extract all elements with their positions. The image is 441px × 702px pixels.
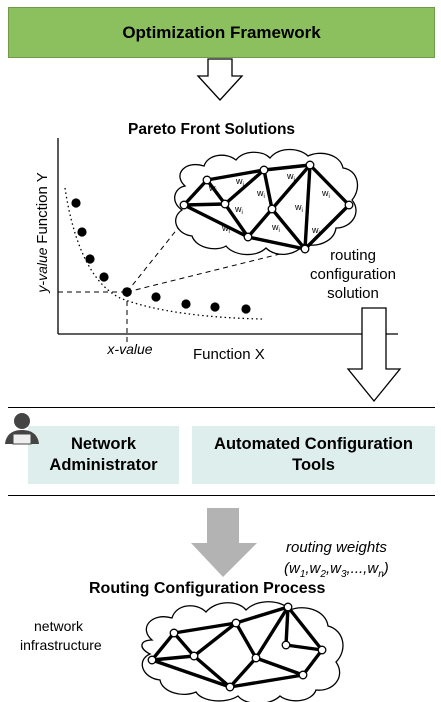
selected-pareto-point xyxy=(122,287,132,297)
separator-top xyxy=(8,407,435,408)
pareto-point xyxy=(99,272,109,282)
weight-label: wi xyxy=(221,223,230,235)
pareto-diagram: Function Y y-value x-value xyxy=(34,138,398,357)
pareto-point xyxy=(241,304,251,314)
down-arrow-icon xyxy=(191,508,257,577)
zoom-line-bottom xyxy=(126,248,301,293)
x-axis-label: Function X xyxy=(193,346,265,363)
down-arrow-icon xyxy=(346,307,402,403)
pareto-point xyxy=(71,198,81,208)
weight-label: wi xyxy=(234,204,243,216)
weight-label: wi xyxy=(208,183,217,195)
weight-label: wi xyxy=(311,225,320,237)
routing-weights-tuple: (w1,w2,w3,...,wn) xyxy=(284,560,389,580)
weight-label: wi xyxy=(235,176,244,188)
weight-label: wi xyxy=(321,188,330,200)
weight-label: wi xyxy=(294,202,303,214)
optimization-framework-header: Optimization Framework xyxy=(8,7,435,58)
pareto-point xyxy=(77,227,87,237)
network-infrastructure-label: network infrastructure xyxy=(20,618,102,653)
process-title: Routing Configuration Process xyxy=(89,580,326,597)
separator-bottom xyxy=(8,495,435,496)
pareto-curve xyxy=(64,187,263,320)
pareto-points xyxy=(71,198,251,314)
x-value-label: x-value xyxy=(106,341,152,357)
pareto-point xyxy=(151,292,161,302)
weight-label: wi xyxy=(271,222,280,234)
routing-weights-caption: routing weights xyxy=(286,539,387,556)
weight-label: wi xyxy=(256,188,265,200)
cloud-network-icon xyxy=(141,601,344,702)
header-title: Optimization Framework xyxy=(122,22,321,42)
user-icon xyxy=(5,413,39,445)
y-axis-label: Function Y xyxy=(34,172,51,243)
pareto-title: Pareto Front Solutions xyxy=(128,121,296,138)
y-value-label: y-value xyxy=(34,247,50,293)
pareto-point xyxy=(210,302,220,312)
pareto-point xyxy=(85,254,95,264)
weight-label: wi xyxy=(286,171,295,183)
network-administrator-panel: Network Administrator xyxy=(28,426,179,484)
pareto-point xyxy=(181,299,191,309)
automated-configuration-tools-panel: Automated Configuration Tools xyxy=(192,426,435,484)
routing-solution-label: routing configuration solution xyxy=(310,247,396,302)
weighted-network-cloud: wi wi wi wi wi wi wi wi wi wi xyxy=(174,148,359,256)
down-arrow-icon xyxy=(196,58,244,101)
